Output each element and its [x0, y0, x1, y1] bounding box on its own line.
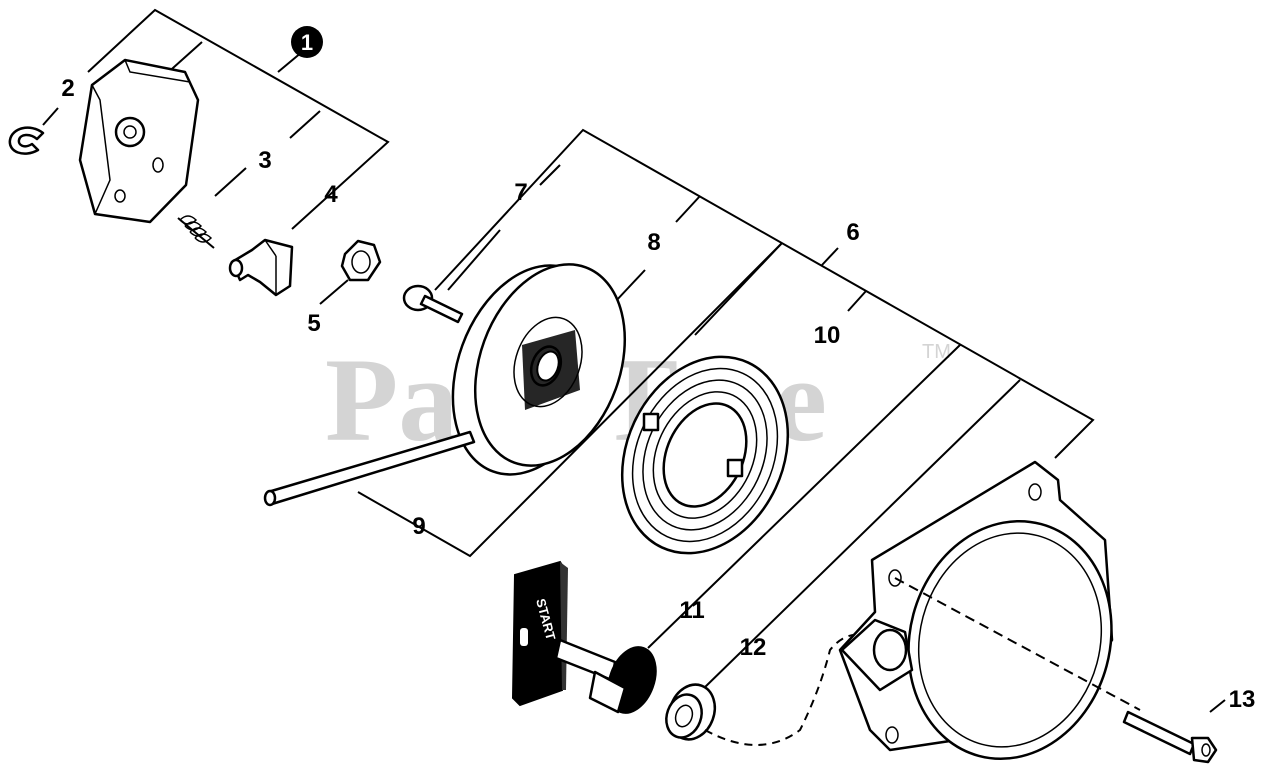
callout-11: 11 — [679, 597, 704, 624]
callout-8: 8 — [647, 229, 660, 256]
pawl-plate-part — [78, 58, 200, 224]
callout-13: 13 — [1229, 686, 1256, 713]
watermark-trademark: TM — [922, 341, 951, 363]
starter-housing-part — [838, 460, 1141, 761]
bolt-part — [402, 284, 464, 324]
e-clip-part — [8, 107, 59, 155]
nut-part — [340, 239, 382, 282]
bushing-part — [665, 683, 717, 741]
screw-part — [1122, 710, 1218, 764]
callout-4: 4 — [324, 181, 338, 208]
callout-9: 9 — [412, 513, 425, 540]
pulley-part — [451, 263, 627, 476]
callout-1-label: 1 — [301, 30, 313, 55]
pawl-part — [228, 238, 294, 297]
callout-6: 6 — [846, 219, 859, 246]
bracket-group-6 — [319, 128, 1226, 713]
callout-5: 5 — [307, 310, 320, 337]
callout-2: 2 — [61, 75, 74, 102]
callout-7: 7 — [514, 179, 527, 206]
callout-3: 3 — [258, 147, 271, 174]
callout-1: 1 — [291, 26, 323, 58]
recoil-spring-part — [620, 355, 790, 555]
callout-10: 10 — [814, 322, 841, 349]
assembly-path — [704, 633, 881, 746]
starter-handle-part: START — [511, 560, 657, 714]
rope-part — [263, 430, 476, 507]
callout-12: 12 — [740, 634, 767, 661]
spring-part — [177, 215, 215, 249]
